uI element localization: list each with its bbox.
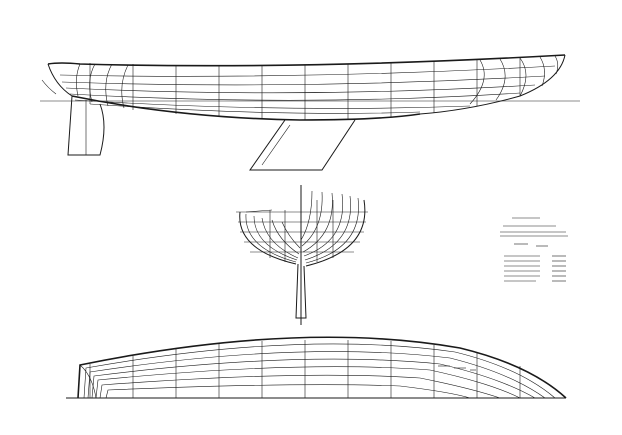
profile-view [40, 54, 580, 171]
title-block-data-rows [504, 255, 566, 282]
half-breadth-deck-outline [77, 336, 567, 399]
profile-buttock-lines [59, 65, 556, 114]
profile-stern [47, 63, 73, 97]
body-plan-buttocks [269, 200, 334, 262]
half-breadth-stations [89, 340, 521, 398]
body-plan-forward-sections [300, 190, 366, 267]
profile-bow [419, 54, 566, 115]
half-breadth-transom [79, 364, 97, 399]
profile-sheer-line [47, 54, 566, 67]
profile-bow-sections [469, 55, 559, 105]
title-block [500, 217, 568, 282]
profile-station-lines [89, 57, 521, 120]
half-breadth-waterlines [83, 343, 556, 399]
half-breadth-annotation-marks [438, 365, 476, 371]
profile-fin-keel [249, 119, 356, 171]
profile-stern-detail [41, 79, 57, 95]
half-breadth-view [66, 336, 567, 399]
body-plan-aft-sections [239, 209, 301, 265]
profile-hull-bottom [71, 95, 421, 121]
body-plan-view [236, 185, 368, 325]
title-block-marks [500, 217, 568, 247]
profile-rudder [67, 95, 105, 156]
body-plan-waterlines [236, 211, 368, 253]
profile-stern-sections [76, 63, 129, 109]
keel-detail-line [261, 124, 291, 166]
body-plan-keel [295, 263, 307, 319]
